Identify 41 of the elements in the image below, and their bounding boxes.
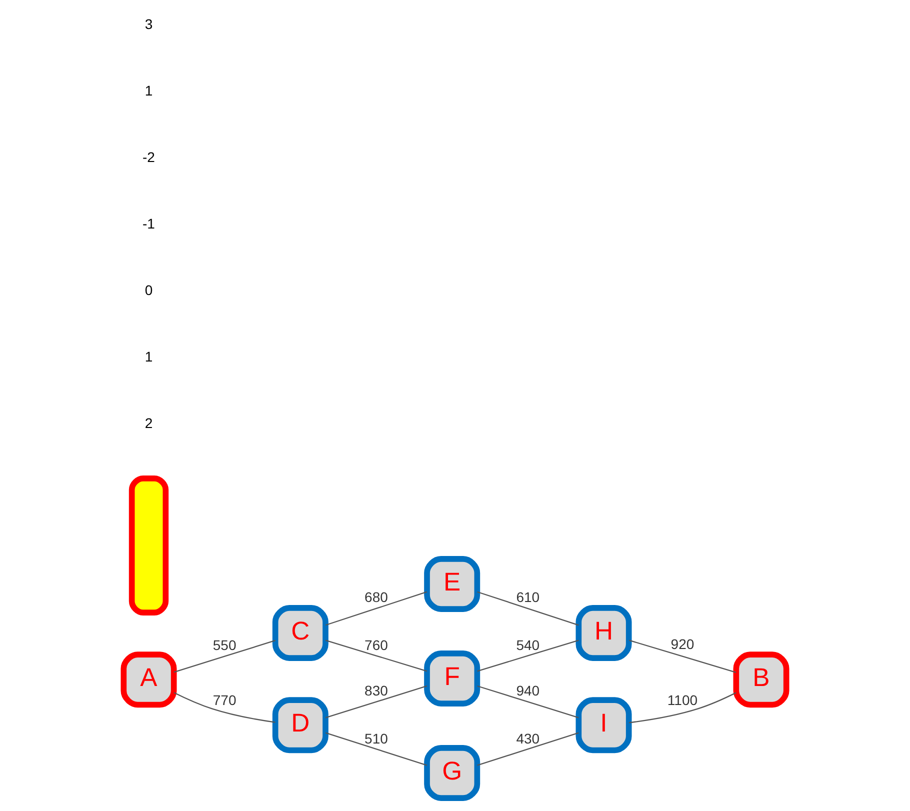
label: 0 [144,282,153,298]
connector [477,591,579,626]
label: -1 [142,215,155,232]
node-box: G [424,745,480,801]
connector [325,685,428,718]
edge-label: 830 [364,682,388,699]
node-box: H [576,605,632,661]
edge-label: 940 [516,682,540,699]
edge-label: 510 [364,730,388,746]
connector [628,692,736,724]
node-box: E [424,556,480,612]
connector [477,640,579,672]
node-box: A [120,652,177,708]
edge-label: 920 [670,636,694,652]
edge-label: 610 [516,589,540,606]
node-box [128,476,169,616]
edge-label: 680 [364,589,388,606]
node-box: F [424,650,480,706]
connector [174,640,276,673]
node-box: D [272,697,328,754]
label: 1 [144,82,153,98]
connector [477,685,579,718]
node-box: C [272,605,328,661]
edge-label: 770 [212,692,236,708]
connector [325,640,428,672]
edge-label: 430 [516,730,540,746]
connector [174,692,276,723]
label: 3 [144,16,153,32]
label: -2 [142,148,155,165]
connector [629,640,736,673]
edge-label: 540 [516,637,540,654]
connector [325,591,428,626]
label: 1 [144,348,153,364]
connector [325,732,428,766]
node-box: B [733,652,790,708]
label: 2 [144,414,153,431]
edge-label: 1100 [667,692,698,708]
edge-label: 550 [212,637,236,654]
connector [477,732,579,766]
node-box: I [576,697,632,754]
edge-label: 760 [364,637,388,654]
